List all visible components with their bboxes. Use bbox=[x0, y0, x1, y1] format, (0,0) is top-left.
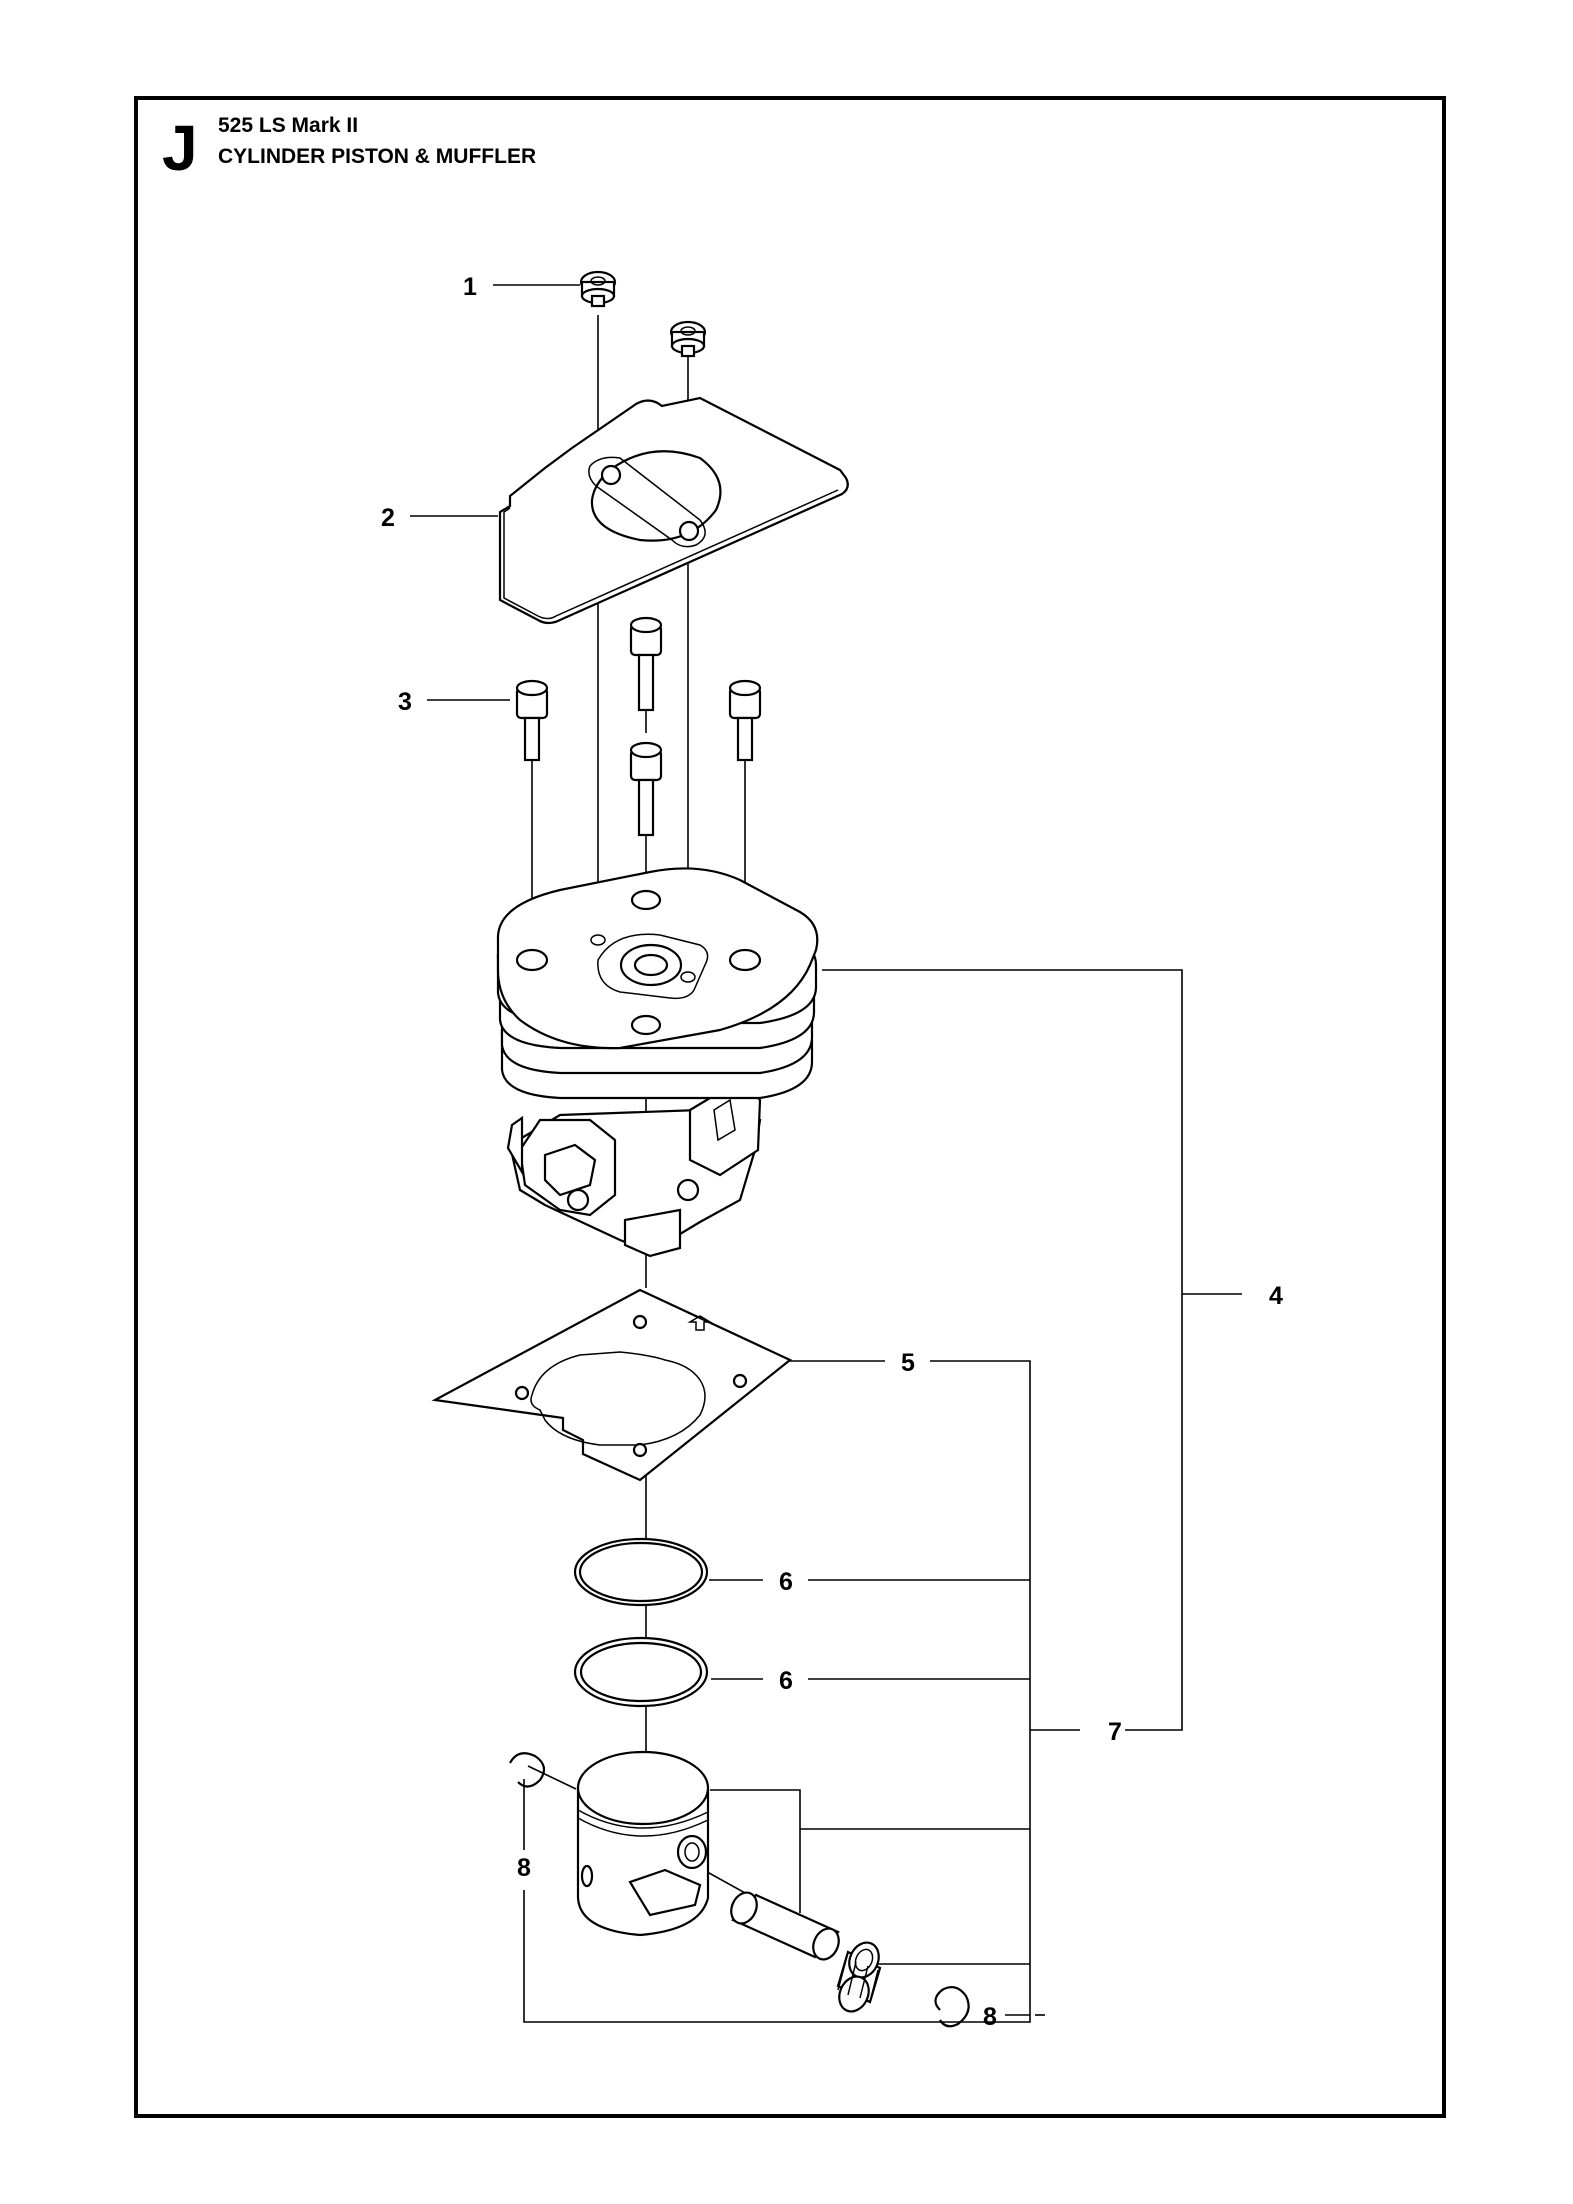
callout-6-upper-ring: 6 bbox=[779, 1568, 793, 1596]
piston-ring bbox=[573, 1636, 709, 1708]
cylinder-screw bbox=[629, 741, 663, 837]
piston-pin-circlip bbox=[934, 1985, 970, 2028]
cylinder-base-gasket bbox=[431, 1288, 793, 1482]
callout-1: 1 bbox=[463, 273, 477, 301]
piston-ring bbox=[573, 1537, 709, 1607]
callout-8-left-circlip: 8 bbox=[517, 1854, 531, 1882]
drawing-frame bbox=[134, 96, 1446, 2118]
callout-3: 3 bbox=[398, 688, 412, 716]
piston bbox=[576, 1750, 710, 1937]
piston-pin bbox=[730, 1891, 840, 1961]
piston-pin-circlip bbox=[509, 1752, 546, 1788]
section-title: CYLINDER PISTON & MUFFLER bbox=[218, 145, 537, 168]
section-letter: J bbox=[162, 112, 198, 184]
model-name: 525 LS Mark II bbox=[218, 114, 359, 137]
cylinder-cover-gasket bbox=[498, 396, 849, 625]
callout-5: 5 bbox=[901, 1349, 915, 1377]
cylinder-screw bbox=[515, 679, 549, 762]
cylinder-screw bbox=[629, 616, 663, 712]
cover-screw bbox=[579, 270, 617, 308]
needle-bearing bbox=[836, 1941, 882, 2013]
cover-screw bbox=[669, 320, 707, 358]
cylinder-screw bbox=[728, 679, 762, 762]
cylinder bbox=[496, 867, 819, 1258]
callout-7: 7 bbox=[1108, 1718, 1122, 1746]
leader-lines bbox=[410, 284, 1242, 2023]
callout-4: 4 bbox=[1269, 1282, 1283, 1310]
callout-6-lower-ring: 6 bbox=[779, 1667, 793, 1695]
callout-8-right-circlip: 8 bbox=[983, 2003, 997, 2031]
callout-2: 2 bbox=[381, 504, 395, 532]
